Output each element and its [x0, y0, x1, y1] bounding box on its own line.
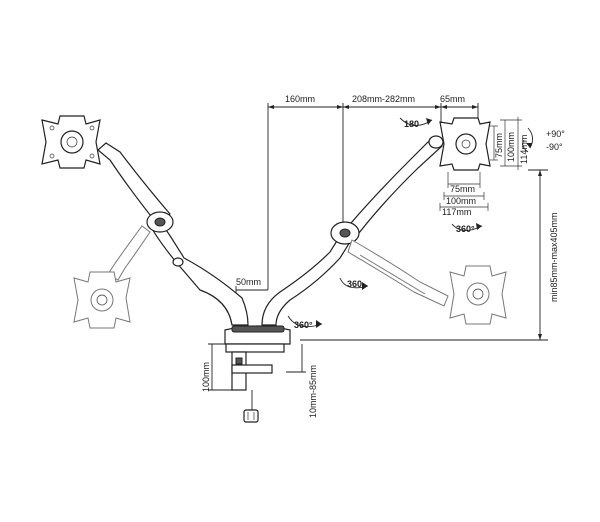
dim-65: 65mm [440, 94, 465, 104]
tilt-up-label: +90° [546, 129, 565, 139]
swivel-head-icon [399, 117, 433, 126]
rotate-base-label: 360° [294, 320, 313, 330]
top-dimension-lines [267, 103, 479, 290]
vesa-114-label: 114mm [519, 135, 529, 164]
rotate-base-icon [287, 315, 323, 328]
swivel-head-label: 180 [404, 119, 419, 129]
rotate-head-icon [451, 223, 483, 231]
dim-desk-thickness: 10mm-85mm [308, 365, 318, 418]
right-vesa-plate-top [439, 117, 491, 171]
clamp-dimension-lines [208, 286, 306, 391]
left-vesa-plate-top [41, 115, 101, 169]
dim-160: 160mm [285, 94, 315, 104]
vesa-117-label: 117mm [442, 207, 471, 217]
tilt-icon [522, 127, 533, 153]
vesa-75-h-label: 75mm [450, 184, 475, 194]
right-vesa-plate-bottom [449, 265, 507, 325]
dim-208-282: 208mm-282mm [352, 94, 415, 104]
dim-clamp-height: 100mm [201, 362, 211, 392]
rotate-head-label: 360° [456, 224, 475, 234]
vesa-100-label: 100mm [506, 132, 516, 162]
height-range-line [300, 169, 548, 341]
rotate-arm-icon [339, 277, 369, 290]
rotate-arm-label: 360 [347, 279, 362, 289]
vesa-100-h-label: 100mm [446, 196, 476, 206]
vesa-dimension-lines [439, 117, 522, 211]
vesa-75-label: 75mm [494, 133, 504, 158]
right-arm [261, 135, 444, 326]
dim-height-range: min85mm-max405mm [549, 212, 559, 302]
tilt-down-label: -90° [546, 142, 563, 152]
left-arm [97, 142, 249, 326]
desk-clamp [224, 325, 291, 423]
right-arm-ghost [347, 239, 449, 307]
dim-column-width: 50mm [236, 277, 261, 287]
left-vesa-plate-bottom [73, 271, 131, 329]
